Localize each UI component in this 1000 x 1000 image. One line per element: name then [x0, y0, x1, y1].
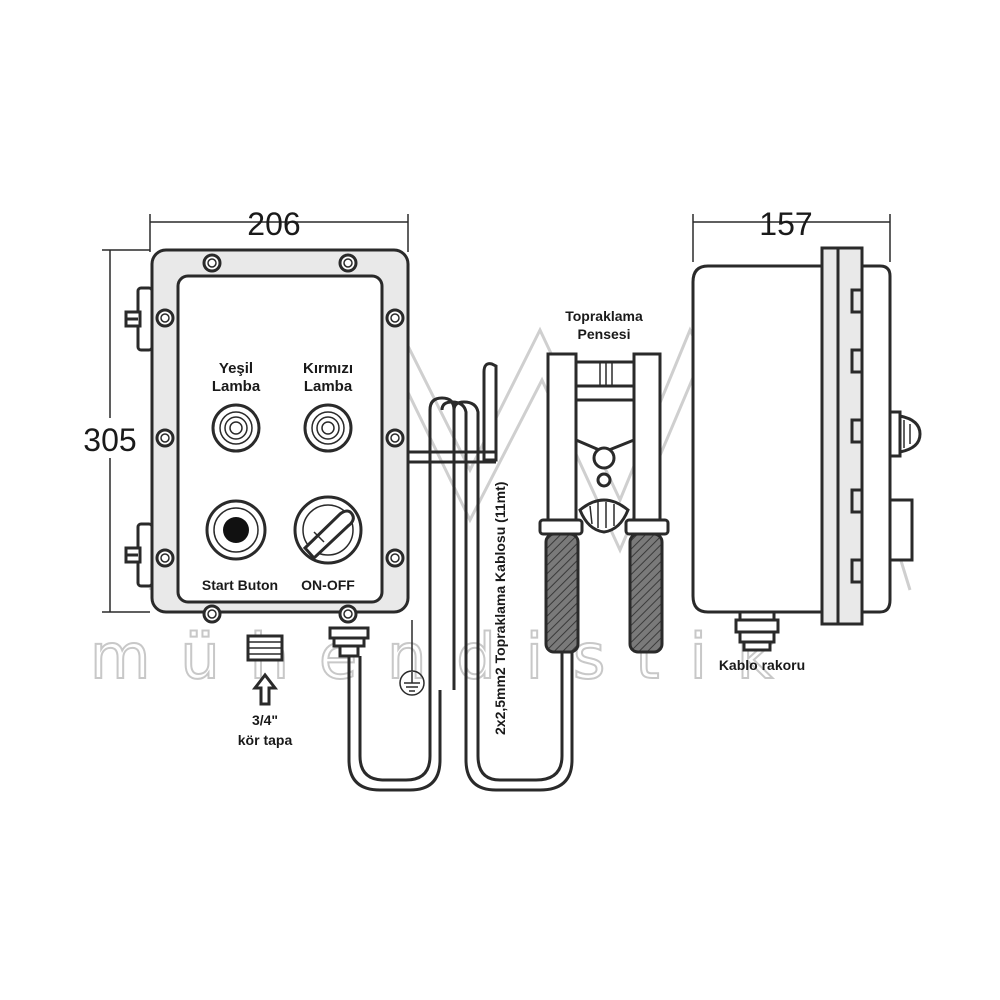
side-view: 157 Kablo rakoru: [691, 206, 922, 673]
dimension-width-label: 206: [247, 206, 300, 242]
start-button: Start Buton: [202, 499, 278, 593]
on-off-switch: ON-OFF: [293, 495, 363, 593]
side-flange-notches: [850, 288, 862, 584]
green-lamp-label-1: Yeşil: [219, 360, 253, 377]
green-lamp: Yeşil Lamba: [211, 360, 261, 453]
cable-label: 2x2,5mm2 Topraklama Kablosu (11mt): [492, 482, 508, 735]
start-button-label: Start Buton: [202, 577, 278, 593]
clamp-label-1: Topraklama: [565, 308, 643, 324]
side-body: [691, 264, 824, 614]
plug-name-label: kör tapa: [238, 732, 293, 748]
dimension-depth: 157: [692, 206, 891, 262]
grounding-clamp: Topraklama Pensesi: [538, 308, 670, 654]
clamp-handle-right: [628, 532, 664, 654]
front-cable-gland: [328, 626, 370, 658]
red-lamp: Kırmızı Lamba: [303, 360, 353, 453]
clamp-handle-left: [544, 532, 580, 654]
mounting-hinge-bottom: [124, 522, 154, 588]
side-lamp: [888, 410, 922, 458]
on-off-label: ON-OFF: [301, 577, 355, 593]
front-view: 206 305: [75, 206, 425, 748]
blind-plug: 3/4" kör tapa: [238, 634, 293, 748]
plug-size-label: 3/4": [252, 712, 278, 728]
dimension-height-label: 305: [83, 422, 136, 458]
dimension-height: 305: [75, 249, 150, 613]
clamp-label-2: Pensesi: [578, 326, 631, 342]
green-lamp-label-2: Lamba: [212, 378, 261, 395]
side-switch: [888, 498, 914, 562]
side-cable-gland: Kablo rakoru: [719, 610, 805, 673]
ground-symbol: [399, 620, 425, 696]
dimension-width: 206: [149, 206, 409, 252]
side-flange: [820, 246, 864, 626]
mounting-hinge-top: [124, 286, 154, 352]
dimension-depth-label: 157: [759, 206, 812, 242]
grounding-cable: 2x2,5mm2 Topraklama Kablosu (11mt): [347, 362, 574, 792]
red-lamp-label-2: Lamba: [304, 378, 353, 395]
cable-gland-label: Kablo rakoru: [719, 657, 805, 673]
cover-bolts: [155, 253, 405, 624]
red-lamp-label-1: Kırmızı: [303, 360, 353, 377]
watermark-text: mühendistik: [90, 620, 803, 693]
